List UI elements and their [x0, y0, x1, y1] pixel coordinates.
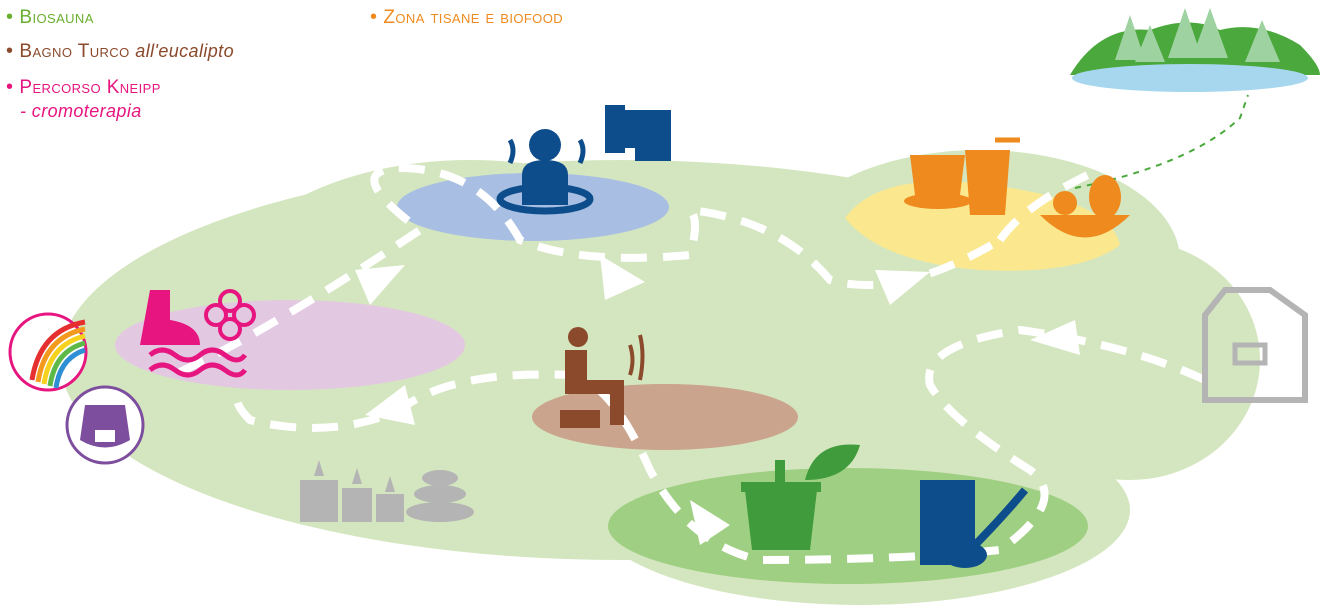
- kneipp-sub: - cromoterapia: [20, 101, 142, 121]
- sauna-bucket-icon: [741, 460, 821, 550]
- legend-tisane: •Zona tisane e biofood: [370, 4, 563, 31]
- fruit-bowl-icon: [1040, 175, 1130, 238]
- bullet-biosauna: •: [6, 6, 14, 28]
- foot-icon: [140, 290, 200, 345]
- steam-bath-person-icon: [496, 129, 594, 215]
- waves-icon: [148, 347, 248, 378]
- bathrobe-icon: [1202, 287, 1308, 403]
- bullet-kneipp: •: [6, 76, 14, 98]
- candles-icon: [300, 460, 404, 522]
- bagno-turco-note: all'eucalipto: [135, 41, 234, 61]
- biosauna-label: Biosauna: [19, 7, 94, 28]
- legend-bagno-turco: •Bagno Turco all'eucalipto: [6, 38, 234, 65]
- legend-kneipp: •Percorso Kneipp - cromoterapia: [6, 74, 161, 124]
- hot-stones-icon: [406, 470, 474, 522]
- towel-icon: [605, 105, 671, 161]
- tea-cup-icon: [904, 155, 972, 209]
- sitting-person-icon: [560, 327, 645, 428]
- bullet-bagno: •: [6, 40, 14, 62]
- biosauna-zone: [608, 468, 1088, 584]
- relax-zone: [532, 384, 798, 450]
- sauna-ladle-icon: [920, 480, 1029, 568]
- leaves-icon: [805, 444, 860, 480]
- flower-icon: [204, 289, 256, 341]
- bullet-tisane: •: [370, 6, 378, 28]
- legend-biosauna: •Biosauna: [6, 4, 94, 31]
- park-ground: [60, 150, 1260, 605]
- aroma-diffuser-icon: [65, 385, 145, 465]
- path-arrows: [355, 255, 1080, 545]
- steam-zone: [397, 173, 669, 241]
- juice-glass-icon: [965, 137, 1020, 215]
- rainbow-icon: [8, 312, 88, 392]
- kneipp-label: Percorso Kneipp: [19, 77, 161, 98]
- tisane-label: Zona tisane e biofood: [383, 7, 563, 28]
- bagno-turco-label: Bagno Turco: [19, 41, 130, 62]
- lake-forest-icon: [1070, 8, 1320, 92]
